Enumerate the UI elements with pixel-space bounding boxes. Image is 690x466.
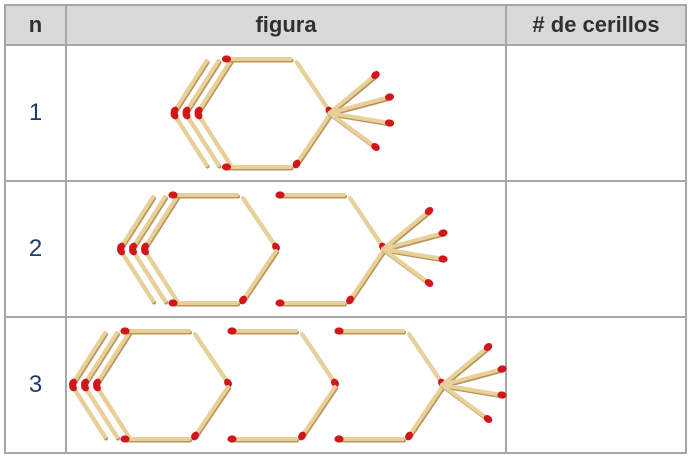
matches-table: n figura # de cerillos 1 2 3 bbox=[4, 4, 687, 454]
match bbox=[227, 435, 299, 443]
match bbox=[381, 247, 434, 287]
match bbox=[221, 163, 294, 171]
match bbox=[381, 206, 434, 253]
match bbox=[241, 196, 280, 252]
match bbox=[221, 55, 294, 63]
match-figure-3 bbox=[69, 327, 507, 443]
match bbox=[298, 385, 338, 441]
figure-cell bbox=[65, 316, 507, 454]
match bbox=[182, 110, 222, 169]
match-figure-2 bbox=[117, 191, 448, 307]
match bbox=[168, 191, 240, 199]
match bbox=[334, 435, 406, 443]
match bbox=[440, 342, 493, 389]
row-number: 1 bbox=[4, 44, 67, 182]
match bbox=[292, 113, 333, 169]
match bbox=[193, 332, 232, 388]
match bbox=[440, 365, 507, 389]
count-cell[interactable] bbox=[505, 316, 687, 454]
header-row: n figura # de cerillos bbox=[4, 4, 687, 46]
match-figure-1 bbox=[170, 55, 395, 171]
count-cell[interactable] bbox=[505, 180, 687, 318]
match bbox=[381, 247, 448, 263]
match bbox=[93, 382, 132, 441]
header-figure: figura bbox=[65, 4, 507, 46]
table-row: 1 bbox=[4, 44, 687, 182]
match bbox=[239, 249, 279, 305]
match bbox=[327, 70, 380, 117]
match bbox=[69, 382, 108, 441]
match bbox=[327, 111, 395, 127]
match bbox=[407, 332, 446, 388]
match bbox=[294, 60, 334, 116]
count-cell[interactable] bbox=[505, 44, 687, 182]
match bbox=[81, 382, 120, 441]
row-number: 3 bbox=[4, 316, 67, 454]
match bbox=[405, 385, 445, 441]
match bbox=[300, 332, 339, 388]
match bbox=[381, 229, 448, 253]
match bbox=[275, 299, 347, 307]
match bbox=[170, 110, 210, 169]
match bbox=[327, 111, 380, 151]
match bbox=[227, 327, 299, 335]
table-row: 2 bbox=[4, 180, 687, 318]
match bbox=[117, 246, 156, 305]
match bbox=[141, 246, 180, 305]
figure-cell bbox=[65, 44, 507, 182]
match bbox=[346, 249, 386, 305]
row-number: 2 bbox=[4, 180, 67, 318]
match bbox=[440, 383, 507, 399]
match bbox=[120, 435, 192, 443]
match bbox=[348, 196, 387, 252]
table-row: 3 bbox=[4, 316, 687, 454]
match bbox=[194, 110, 234, 169]
match bbox=[440, 383, 493, 423]
header-n: n bbox=[4, 4, 67, 46]
figure-cell bbox=[65, 180, 507, 318]
match bbox=[275, 191, 347, 199]
match bbox=[120, 327, 192, 335]
match bbox=[191, 385, 231, 441]
match bbox=[327, 93, 395, 117]
match bbox=[334, 327, 406, 335]
match bbox=[129, 246, 168, 305]
header-count: # de cerillos bbox=[505, 4, 687, 46]
match bbox=[168, 299, 240, 307]
